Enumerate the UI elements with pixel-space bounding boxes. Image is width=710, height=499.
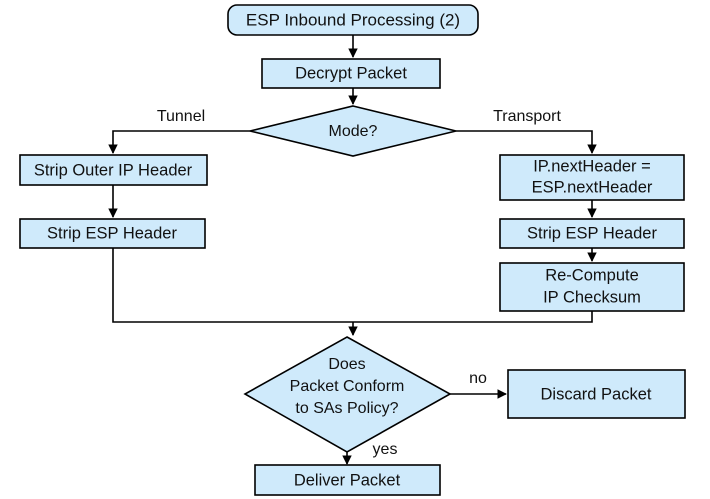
ip-next-header-assign-label-line1: IP.nextHeader =	[533, 157, 651, 175]
node-decrypt-packet[interactable]: Decrypt Packet	[261, 58, 441, 89]
node-discard-packet[interactable]: Discard Packet	[507, 369, 686, 419]
node-strip-esp-header-tunnel[interactable]: Strip ESP Header	[19, 218, 206, 249]
edge-mode-transport-to-next-header	[456, 130, 597, 154]
node-mode-decision[interactable]: Mode?	[249, 105, 457, 157]
decrypt-packet-label: Decrypt Packet	[295, 64, 407, 82]
conform-decision-label-line1: Does	[328, 356, 365, 373]
strip-esp-header-tunnel-label: Strip ESP Header	[47, 224, 177, 242]
decrypt-packet-shape	[261, 58, 441, 89]
conform-decision-shape	[243, 336, 452, 453]
edge-labels-layer: Tunnel Transport no yes	[157, 108, 562, 458]
edge-label-transport: Transport	[493, 108, 561, 125]
node-recompute-ip-checksum[interactable]: Re-Compute IP Checksum	[499, 262, 685, 312]
discard-packet-label: Discard Packet	[541, 385, 652, 403]
ip-next-header-assign-shape	[499, 154, 685, 201]
mode-decision-shape	[249, 105, 457, 157]
recompute-ip-checksum-shape	[499, 262, 685, 312]
conform-decision-label-line2: Packet Conform	[290, 378, 405, 395]
node-strip-outer-ip-header[interactable]: Strip Outer IP Header	[19, 154, 208, 186]
strip-esp-header-tunnel-shape	[19, 218, 206, 249]
node-strip-esp-header-transport[interactable]: Strip ESP Header	[499, 218, 685, 249]
node-conform-decision[interactable]: Does Packet Conform to SAs Policy?	[243, 336, 452, 453]
deliver-packet-shape	[254, 464, 441, 496]
conform-decision-label-line3: to SAs Policy?	[295, 400, 398, 417]
edge-mode-tunnel-to-strip-outer-ip	[108, 130, 250, 154]
strip-outer-ip-header-label: Strip Outer IP Header	[34, 161, 193, 179]
strip-esp-header-transport-shape	[499, 218, 685, 249]
recompute-ip-checksum-label-line1: Re-Compute	[545, 266, 639, 284]
node-start[interactable]: ESP Inbound Processing (2)	[227, 4, 479, 36]
ip-next-header-assign-label-line2: ESP.nextHeader	[532, 178, 653, 196]
start-node-shape	[227, 4, 479, 36]
edges-layer	[108, 35, 597, 465]
mode-decision-label: Mode?	[329, 123, 378, 140]
edge-label-no: no	[469, 370, 487, 387]
node-ip-next-header-assign[interactable]: IP.nextHeader = ESP.nextHeader	[499, 154, 685, 201]
strip-outer-ip-header-shape	[19, 154, 208, 186]
node-deliver-packet[interactable]: Deliver Packet	[254, 464, 441, 496]
start-node-label: ESP Inbound Processing (2)	[246, 10, 460, 29]
edge-label-yes: yes	[373, 441, 398, 458]
discard-packet-shape	[507, 369, 686, 419]
strip-esp-header-transport-label: Strip ESP Header	[527, 224, 657, 242]
recompute-ip-checksum-label-line2: IP Checksum	[543, 288, 641, 306]
deliver-packet-label: Deliver Packet	[294, 471, 401, 489]
edge-label-tunnel: Tunnel	[157, 108, 205, 125]
